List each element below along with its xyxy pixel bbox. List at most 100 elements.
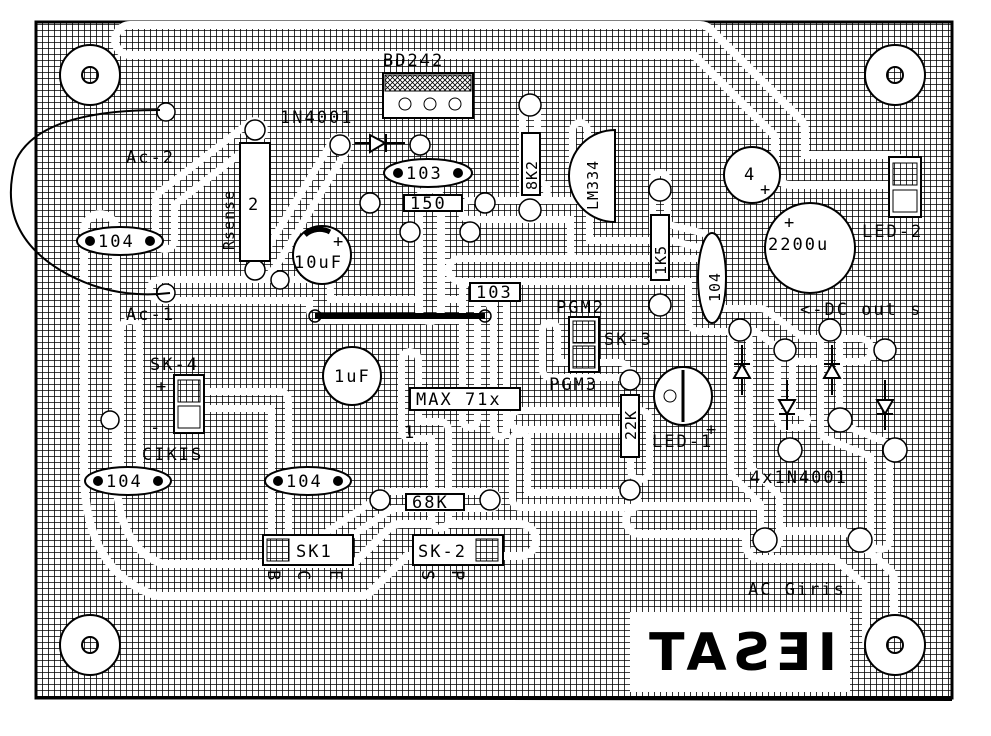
capacitor-103-top: 103 [383,158,473,188]
label-sk3: SK-3 [604,330,653,350]
label-plus-10uf: + [333,232,345,252]
label-cikis: CIKIS [142,445,203,465]
label-pin1: 1 [404,423,416,443]
label-plus-led1: + [706,420,718,440]
label-68k: 68K [412,493,449,513]
label-sk1-pin-b: B [263,570,283,582]
resistor-22k: 22K [620,394,640,458]
bridge-diode [822,345,842,395]
connector-sk1: SK1 B C E [262,534,354,582]
transistor-bd242: BD242 [382,51,474,119]
capacitor-104-left: 104 [76,226,164,256]
label-1uf: 1uF [334,367,371,387]
label-sk1-pin-e: E [325,570,345,582]
label-sk2: SK-2 [418,542,467,562]
pad [648,178,672,202]
pad [270,270,290,290]
capacitor-1uf: 1uF [322,346,382,406]
mounting-hole-bl [59,614,121,676]
capacitor-104-bottom-left: 104 [84,466,172,496]
resistor-68k: 68K [405,493,465,513]
pad [873,338,897,362]
pad [728,318,752,342]
label-1k5: 1K5 [652,245,670,275]
pad [474,192,496,214]
bridge-rectifier: 4x1N4001 [732,345,895,488]
resistor-150: 150 [403,194,463,214]
connector-sk2: SK-2 S P [412,534,504,582]
label-104-right: 104 [706,272,724,302]
pad [244,259,266,281]
diode-1n4001: 1N4001 [280,108,405,154]
logo-block: IESAT [630,612,850,692]
capacitor-4: 4 + [723,146,781,204]
label-sk2-pin-s: S [417,570,437,582]
logo-text: IESAT [643,623,837,683]
pad [882,437,908,463]
label-dc-out: <-DC out s [800,300,922,320]
connector-sk4: SK-4 + - CIKIS [142,355,205,465]
label-104-bottom-mid: 104 [286,472,323,492]
bridge-diode [875,380,895,430]
ac-input-outline [9,109,171,296]
pad [369,489,391,511]
capacitor-10uf: + 10uF [292,225,352,285]
bridge-diode [777,380,797,430]
label-rsense: Rsense [220,190,238,250]
label-104-bottom-left: 104 [106,472,143,492]
label-pgm2: PGM2 [556,298,605,318]
pad [518,198,542,222]
ic-max: MAX 71x 1 [404,387,521,443]
pad [479,489,501,511]
label-plus-2200u: + [784,213,796,233]
pad [329,134,351,156]
label-pgm3: PGM3 [549,375,598,395]
capacitor-103-mid: 103 [469,282,521,303]
label-plus-cap4: + [760,180,772,200]
label-103-mid: 103 [476,283,513,303]
label-lm334: LM334 [584,160,602,210]
capacitor-2200u: + 2200u [764,202,856,294]
pad [399,221,421,243]
pad [818,318,842,342]
pad [777,437,803,463]
label-1n4001: 1N4001 [280,108,353,128]
jumper-pgm: PGM2 PGM3 SK-3 [549,298,653,395]
pad [409,134,431,156]
label-ac2: Ac-2 [126,148,175,168]
label-10uf: 10uF [294,253,343,273]
label-sk1-pin-c: C [293,570,313,582]
led-1: + LED-1 [652,366,718,452]
label-led1: LED-1 [652,432,713,452]
label-bridge: 4x1N4001 [750,468,848,488]
pad [100,410,120,430]
label-103-top: 103 [406,164,443,184]
label-led2: LED-2 [862,222,923,242]
label-max: MAX 71x [416,390,502,410]
label-cap-4: 4 [744,165,756,185]
pad [619,479,641,501]
label-sk2-pin-p: P [447,570,467,582]
capacitor-104-bottom-mid: 104 [264,466,352,496]
label-150: 150 [410,194,447,214]
label-ac-giris: AC Giris [748,580,846,600]
pad [244,119,266,141]
label-8k2: 8K2 [523,160,541,190]
ic-lm334: LM334 [568,128,616,224]
pad [827,407,853,433]
label-sk1: SK1 [296,542,333,562]
label-104-left: 104 [98,232,135,252]
label-minus-sk4: - [150,418,162,438]
label-rsense-value: 2 [248,195,260,215]
resistor-8k2: 8K2 [521,132,541,196]
label-2200u: 2200u [768,235,829,255]
label-bd242: BD242 [383,51,444,71]
resistor-1k5: 1K5 [650,214,670,281]
label-plus-sk4: + [156,377,168,397]
pad [459,221,481,243]
mounting-hole-tr [864,44,926,106]
pad [619,369,641,391]
label-ac1: Ac-1 [126,305,175,325]
label-22k: 22K [622,410,640,440]
